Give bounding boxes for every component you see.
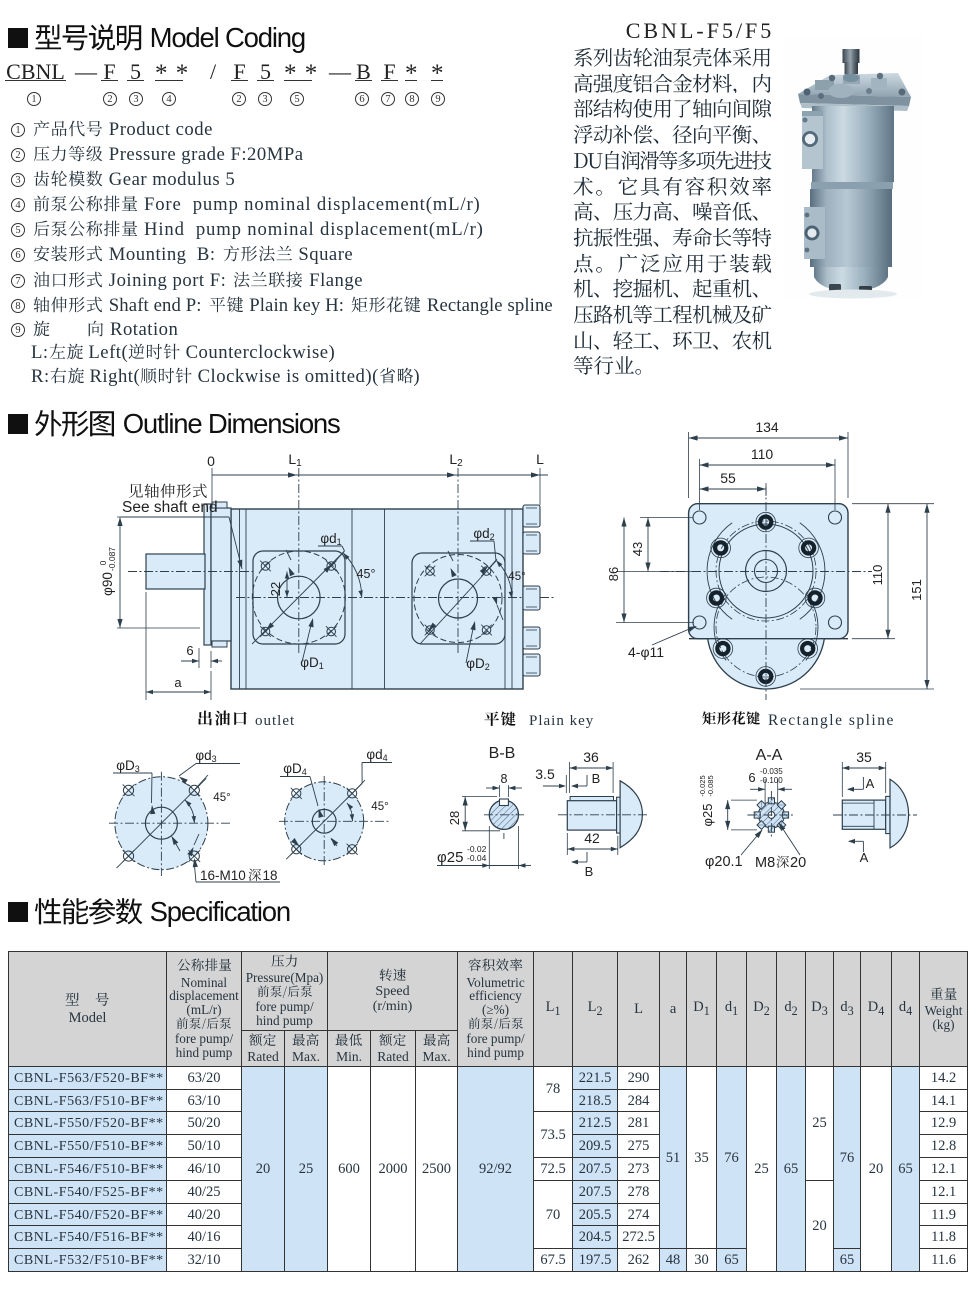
svg-text:A: A bbox=[866, 776, 875, 791]
svg-text:45°: 45° bbox=[357, 567, 376, 581]
svg-text:45°: 45° bbox=[508, 571, 525, 583]
svg-text:M8: M8 bbox=[755, 855, 775, 871]
svg-text:Plain key: Plain key bbox=[529, 713, 594, 729]
svg-text:43: 43 bbox=[630, 542, 645, 556]
svg-text:See shaft end: See shaft end bbox=[122, 499, 218, 516]
svg-text:4-φ11: 4-φ11 bbox=[628, 644, 664, 660]
svg-text:28: 28 bbox=[447, 811, 462, 825]
svg-text:φ90: φ90 bbox=[100, 572, 115, 596]
svg-text:L2: L2 bbox=[449, 451, 463, 469]
svg-text:110: 110 bbox=[870, 565, 885, 586]
svg-text:86: 86 bbox=[606, 567, 621, 581]
svg-text:45°: 45° bbox=[371, 801, 388, 813]
svg-text:3.5: 3.5 bbox=[535, 766, 555, 782]
svg-text:φD3: φD3 bbox=[116, 758, 140, 774]
svg-text:151: 151 bbox=[909, 579, 924, 601]
svg-text:-0.04: -0.04 bbox=[467, 853, 487, 863]
svg-text:16-M10: 16-M10 bbox=[200, 868, 246, 883]
svg-text:18: 18 bbox=[263, 868, 278, 883]
svg-text:φD1: φD1 bbox=[300, 655, 324, 671]
svg-text:-0.02: -0.02 bbox=[467, 844, 487, 854]
svg-text:φ20.1: φ20.1 bbox=[705, 854, 743, 870]
svg-text:B: B bbox=[585, 864, 594, 879]
svg-text:φd1: φd1 bbox=[320, 531, 341, 547]
svg-text:42: 42 bbox=[584, 830, 600, 846]
svg-text:φd4: φd4 bbox=[366, 747, 387, 763]
svg-text:55: 55 bbox=[720, 470, 736, 486]
svg-text:L1: L1 bbox=[288, 451, 302, 469]
svg-text:B: B bbox=[592, 771, 601, 786]
svg-text:45°: 45° bbox=[213, 792, 230, 804]
svg-text:8: 8 bbox=[501, 772, 508, 786]
svg-text:35: 35 bbox=[856, 749, 872, 765]
svg-text:φD2: φD2 bbox=[466, 656, 490, 672]
svg-text:L: L bbox=[536, 451, 544, 467]
svg-text:-0.035: -0.035 bbox=[760, 767, 783, 776]
svg-text:φD4: φD4 bbox=[283, 761, 307, 777]
svg-text:-0.085: -0.085 bbox=[706, 775, 715, 796]
svg-text:20: 20 bbox=[790, 855, 806, 871]
svg-text:22: 22 bbox=[268, 582, 283, 596]
svg-text:A: A bbox=[860, 850, 869, 865]
svg-text:134: 134 bbox=[755, 419, 779, 435]
svg-text:6: 6 bbox=[748, 770, 755, 785]
svg-text:Rectangle spline: Rectangle spline bbox=[768, 712, 895, 729]
svg-text:φd3: φd3 bbox=[195, 748, 216, 764]
svg-text:φ25: φ25 bbox=[437, 849, 463, 866]
svg-text:φd2: φd2 bbox=[473, 526, 494, 542]
svg-text:-0.025: -0.025 bbox=[698, 775, 707, 796]
svg-text:110: 110 bbox=[751, 446, 774, 462]
svg-text:0: 0 bbox=[98, 560, 108, 565]
svg-text:6: 6 bbox=[186, 643, 193, 658]
svg-text:0: 0 bbox=[207, 453, 215, 469]
svg-text:-0.100: -0.100 bbox=[760, 776, 783, 785]
svg-text:outlet: outlet bbox=[255, 713, 295, 729]
svg-text:A-A: A-A bbox=[756, 747, 783, 764]
svg-text:36: 36 bbox=[583, 749, 599, 765]
svg-text:-0.087: -0.087 bbox=[107, 547, 117, 571]
svg-text:B-B: B-B bbox=[489, 745, 516, 762]
svg-text:a: a bbox=[174, 675, 182, 690]
svg-text:φ25: φ25 bbox=[700, 804, 715, 827]
